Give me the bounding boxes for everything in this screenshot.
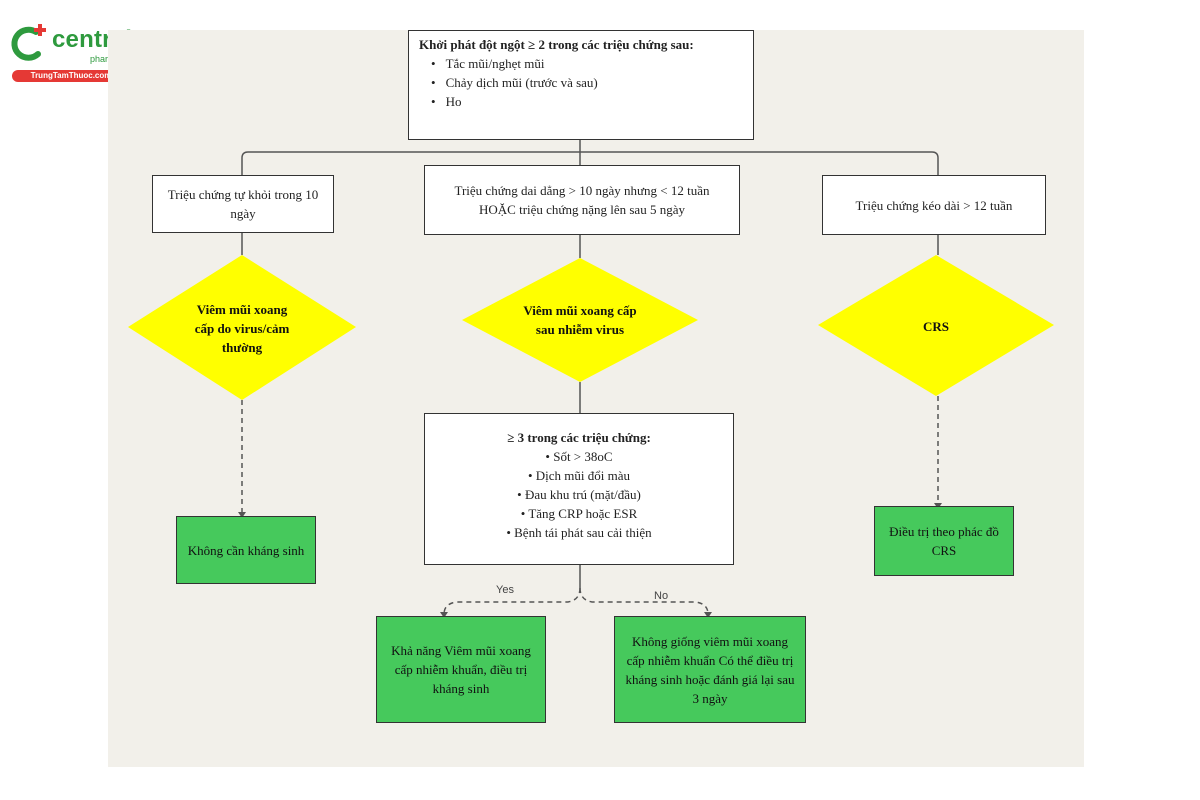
connector-branch <box>241 151 939 175</box>
criteria-item: • Dịch mũi đổi màu <box>527 468 631 483</box>
logo-website: TrungTamThuoc.com <box>12 70 130 82</box>
onset-symptom-item: Tắc mũi/nghẹt mũi <box>431 54 743 73</box>
right-condition-box: Triệu chứng kéo dài > 12 tuần <box>822 175 1046 235</box>
arrow-yes <box>440 612 448 618</box>
middle-condition-box: Triệu chứng dai dẳng > 10 ngày nhưng < 1… <box>424 165 740 235</box>
left-outcome-box: Không cần kháng sinh <box>176 516 316 584</box>
no-outcome-box: Không giống viêm mũi xoang cấp nhiễm khu… <box>614 616 806 723</box>
criteria-item: • Tăng CRP hoặc ESR <box>520 506 638 521</box>
left-condition-box: Triệu chứng tự khỏi trong 10 ngày <box>152 175 334 233</box>
yes-outcome-box: Khả năng Viêm mũi xoang cấp nhiễm khuẩn,… <box>376 616 546 723</box>
onset-criteria-box: Khởi phát đột ngột ≥ 2 trong các triệu c… <box>408 30 754 140</box>
onset-symptom-item: Ho <box>431 92 743 111</box>
right-diagnosis-diamond <box>818 255 1054 396</box>
central-logo-icon <box>11 24 46 61</box>
connector-yes-dashed <box>443 587 581 615</box>
criteria-item: • Bệnh tái phát sau cải thiện <box>506 525 652 540</box>
onset-symptom-list: Tắc mũi/nghẹt mũi Chảy dịch mũi (trước v… <box>419 54 743 111</box>
criteria-list: • Sốt > 38oC • Dịch mũi đổi màu • Đau kh… <box>435 447 723 542</box>
right-outcome-box: Điều trị theo phác đồ CRS <box>874 506 1014 576</box>
left-diagnosis-label: Viêm mũi xoang cấp do virus/cảm thường <box>194 301 290 355</box>
criteria-item: • Sốt > 38oC <box>545 449 613 464</box>
arrow-left-outcome <box>238 512 246 518</box>
middle-diagnosis-diamond <box>462 258 698 382</box>
yes-edge-label: Yes <box>496 584 514 596</box>
arrow-no <box>704 612 712 618</box>
criteria-title: ≥ 3 trong các triệu chứng: <box>507 430 651 445</box>
bacterial-criteria-box: ≥ 3 trong các triệu chứng: • Sốt > 38oC … <box>424 413 734 565</box>
criteria-item: • Đau khu trú (mặt/đầu) <box>517 487 641 502</box>
left-diagnosis-diamond <box>128 255 356 400</box>
diagram-background <box>108 30 1084 767</box>
right-diagnosis-label: CRS <box>922 318 949 334</box>
connector-no-dashed <box>579 587 709 615</box>
middle-diagnosis-label: Viêm mũi xoang cấp sau nhiễm virus <box>523 303 637 337</box>
no-edge-label: No <box>654 590 669 602</box>
onset-title: Khởi phát đột ngột ≥ 2 trong các triệu c… <box>419 37 694 52</box>
onset-symptom-item: Chảy dịch mũi (trước và sau) <box>431 73 743 92</box>
